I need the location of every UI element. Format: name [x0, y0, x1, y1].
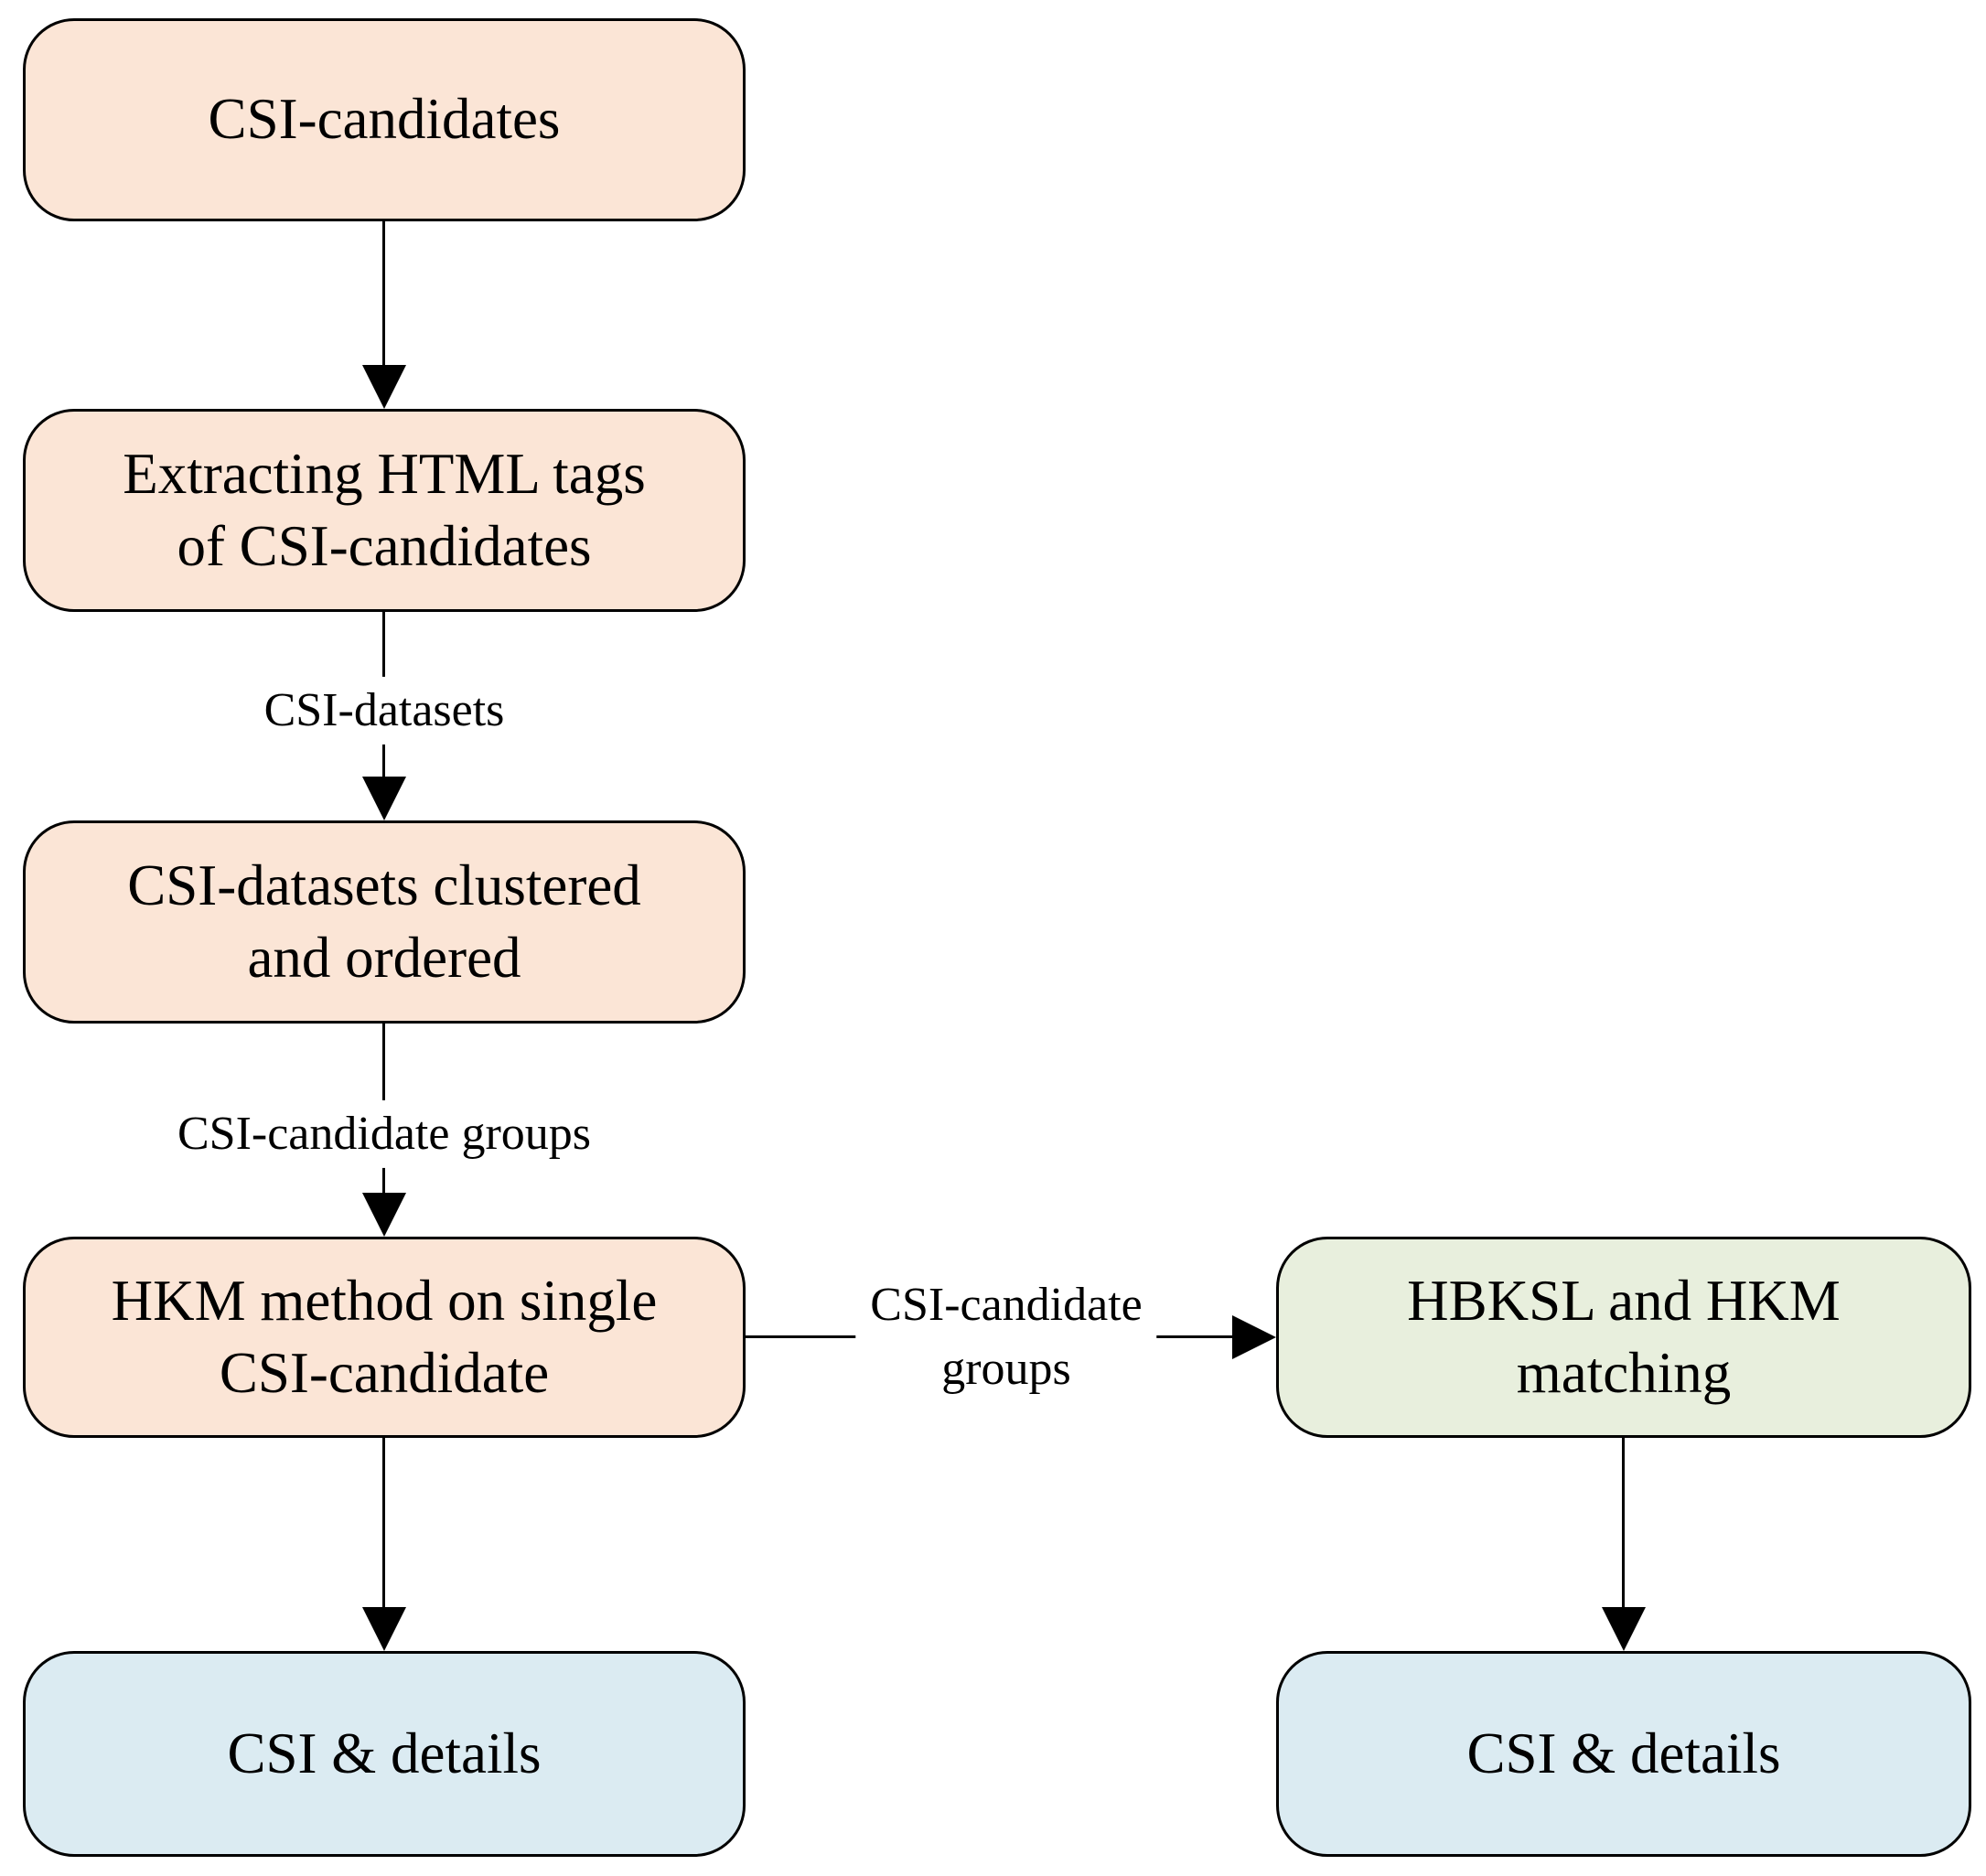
edge-label-line: CSI-candidate [870, 1278, 1143, 1331]
node-csi-details-right: CSI & details [1276, 1651, 1971, 1857]
arrowhead-down-icon [362, 1607, 406, 1651]
node-label: CSI-datasets clustered [127, 852, 641, 917]
node-label: CSI-candidates [208, 87, 561, 152]
node-label: CSI-candidate [219, 1341, 550, 1405]
arrowhead-down-icon [362, 365, 406, 409]
edge-label-csi-datasets: CSI-datasets [249, 676, 520, 745]
node-label: Extracting HTML tags [123, 441, 646, 506]
edge-label-line: groups [941, 1343, 1071, 1395]
node-label: CSI & details [1466, 1721, 1781, 1785]
arrow-line-hbksl-to-details [1622, 1438, 1625, 1607]
node-csi-datasets-clustered: CSI-datasets clustered and ordered [23, 820, 746, 1024]
arrow-line-hkm-to-details [382, 1438, 385, 1607]
arrow-line-candidates-to-extract [382, 221, 385, 368]
node-label: of CSI-candidates [177, 514, 592, 578]
node-hbksl-hkm-matching: HBKSL and HKM matching [1276, 1237, 1971, 1438]
node-label: HBKSL and HKM [1407, 1268, 1841, 1333]
node-label: matching [1516, 1341, 1732, 1405]
node-label: HKM method on single [111, 1268, 658, 1333]
node-label: CSI & details [227, 1721, 542, 1785]
node-extracting-html-tags: Extracting HTML tags of CSI-candidates [23, 409, 746, 612]
arrowhead-down-icon [1602, 1607, 1646, 1651]
arrowhead-down-icon [362, 777, 406, 820]
edge-label-csi-candidate-groups: CSI-candidate groups [162, 1099, 607, 1169]
arrowhead-right-icon [1232, 1315, 1276, 1359]
node-hkm-method: HKM method on single CSI-candidate [23, 1237, 746, 1438]
node-csi-candidates: CSI-candidates [23, 18, 746, 221]
node-label: and ordered [247, 926, 521, 990]
edge-label-csi-candidate-groups-horizontal: CSI-candidate groups [855, 1270, 1157, 1404]
arrowhead-down-icon [362, 1193, 406, 1237]
node-csi-details-left: CSI & details [23, 1651, 746, 1857]
